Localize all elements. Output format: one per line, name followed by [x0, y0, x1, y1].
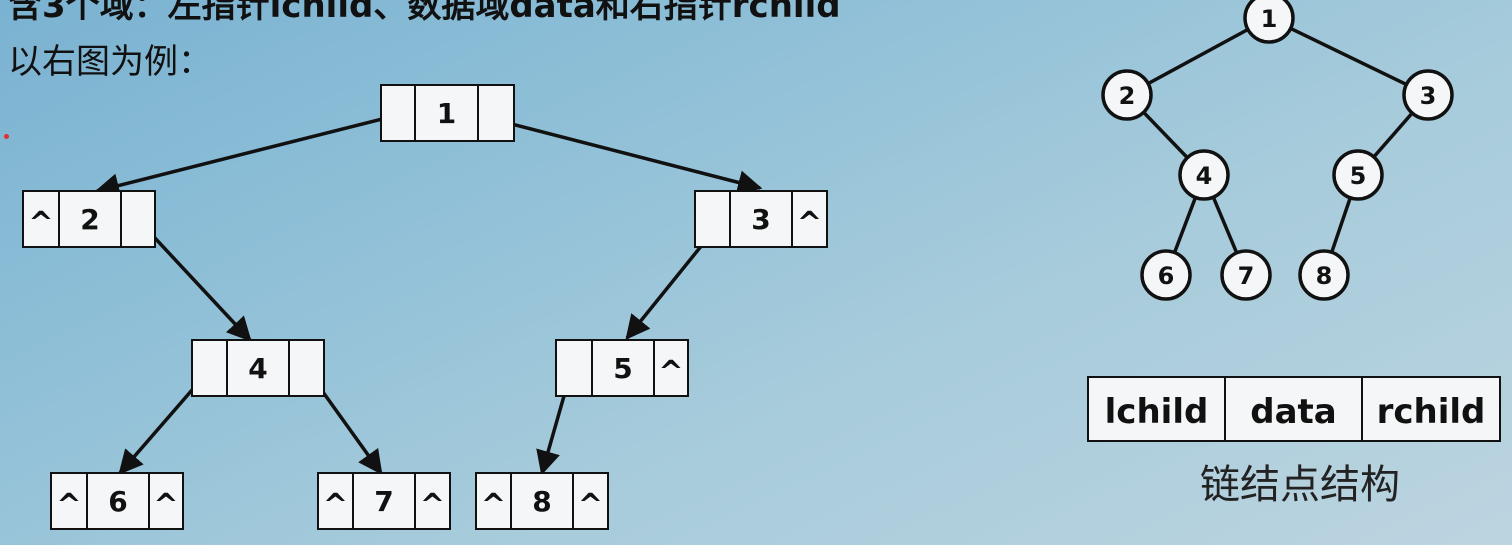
tree-node-label: 6	[1158, 262, 1175, 290]
node-cell-data	[352, 472, 416, 530]
linked-node-5: 5^	[555, 339, 689, 397]
tree-node-4: 4	[1178, 149, 1230, 201]
node-data-label: 2	[80, 203, 99, 236]
node-cell-right	[572, 472, 609, 530]
structure-field-lchild	[1087, 376, 1226, 442]
tree-edge	[1126, 16, 1270, 97]
node-cell-left	[380, 84, 416, 142]
tree-node-6: 6	[1140, 249, 1192, 301]
node-cell-left	[555, 339, 593, 397]
linked-node-2: ^2	[22, 190, 156, 248]
tree-node-label: 2	[1119, 82, 1136, 110]
tree-node-label: 3	[1420, 82, 1437, 110]
null-pointer-mark: ^	[56, 488, 81, 523]
tree-node-circle	[1140, 249, 1192, 301]
node-data-label: 6	[108, 485, 127, 518]
null-pointer-mark: ^	[28, 206, 53, 241]
node-cell-right	[148, 472, 184, 530]
node-data-label: 7	[374, 485, 393, 518]
null-pointer-mark: ^	[578, 488, 603, 523]
tree-edge	[1268, 16, 1429, 97]
tree-node-label: 1	[1261, 5, 1278, 33]
null-pointer-mark: ^	[323, 488, 348, 523]
tree-node-3: 3	[1402, 69, 1454, 121]
laser-dot	[4, 134, 9, 139]
linked-node-8: ^ 8 ^	[475, 472, 609, 530]
node-cell-data	[729, 190, 793, 248]
structure-field-data	[1224, 376, 1363, 442]
tree-node-circle	[1220, 249, 1272, 301]
linked-node-3: 3^	[694, 190, 828, 248]
node-cell-data	[226, 339, 290, 397]
linked-node-6: ^ 6 ^	[50, 472, 184, 530]
structure-field-label: data	[1250, 392, 1336, 432]
tree-node-5: 5	[1332, 149, 1384, 201]
node-cell-left	[694, 190, 731, 248]
pointer-arrow-n1-n3	[499, 119, 763, 195]
null-pointer-mark: ^	[481, 488, 506, 523]
node-data-label: 3	[751, 203, 770, 236]
tree-node-circle	[1402, 69, 1454, 121]
node-cell-data	[510, 472, 574, 530]
structure-caption: 链结点结构	[1200, 462, 1400, 508]
tree-node-label: 5	[1350, 162, 1367, 190]
node-data-label: 8	[532, 485, 551, 518]
null-pointer-mark: ^	[153, 488, 178, 523]
node-cell-left	[191, 339, 228, 397]
node-cell-right	[414, 472, 451, 530]
tree-node-label: 4	[1196, 162, 1213, 190]
linked-node-4: 4	[191, 339, 325, 397]
linked-node-7: ^ 7 ^	[317, 472, 451, 530]
node-cell-left	[50, 472, 88, 530]
tree-node-circle	[1101, 69, 1153, 121]
node-cell-right	[120, 190, 156, 248]
null-pointer-mark: ^	[658, 355, 683, 390]
tree-node-8: 8	[1298, 249, 1350, 301]
null-pointer-mark: ^	[420, 488, 445, 523]
tree-node-1: 1	[1243, 0, 1295, 44]
node-cell-right	[791, 190, 828, 248]
node-cell-data	[591, 339, 655, 397]
tree-node-7: 7	[1220, 249, 1272, 301]
null-pointer-mark: ^	[797, 206, 822, 241]
linked-node-1: 1	[380, 84, 515, 142]
node-cell-right	[653, 339, 689, 397]
structure-field-label: lchild	[1105, 392, 1209, 432]
node-data-label: 4	[248, 352, 267, 385]
tree-node-2: 2	[1101, 69, 1153, 121]
tree-node-label: 7	[1238, 262, 1255, 290]
tree-node-label: 8	[1316, 262, 1333, 290]
node-cell-right	[288, 339, 325, 397]
node-cell-right	[477, 84, 515, 142]
structure-field-rchild	[1361, 376, 1501, 442]
structure-field-label: rchild	[1377, 392, 1486, 432]
node-cell-left	[317, 472, 354, 530]
tree-node-circle	[1243, 0, 1295, 44]
node-cell-data	[58, 190, 122, 248]
node-cell-data	[86, 472, 150, 530]
tree-node-circle	[1298, 249, 1350, 301]
heading-line: 含3个域：左指针lchild、数据域data和右指针rchild	[8, 0, 841, 26]
node-data-label: 5	[613, 352, 632, 385]
tree-node-circle	[1178, 149, 1230, 201]
pointer-arrow-n1-n2	[94, 113, 399, 198]
tree-node-circle	[1332, 149, 1384, 201]
intro-text: 以右图为例：	[8, 42, 212, 82]
node-data-label: 1	[437, 97, 456, 130]
pointer-arrow-n2-n4	[138, 220, 252, 342]
